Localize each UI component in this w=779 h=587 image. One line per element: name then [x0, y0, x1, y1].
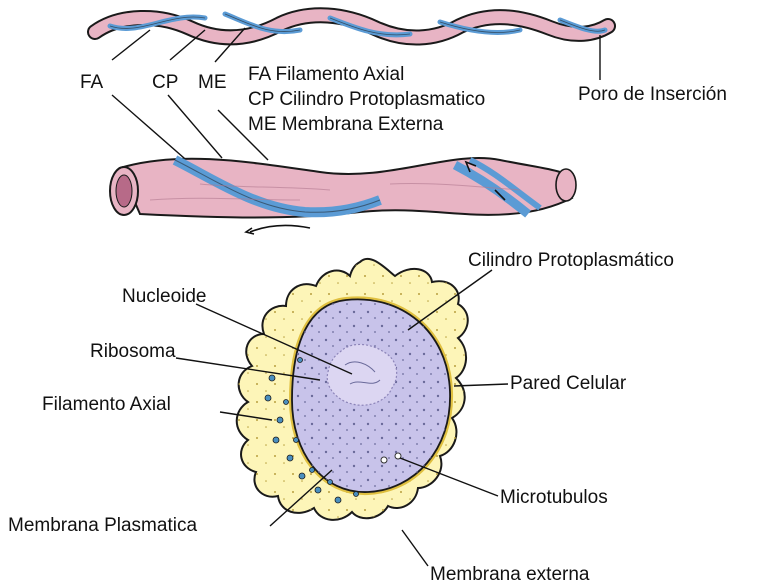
label-poro: Poro de Inserción: [578, 84, 727, 105]
label-fa: FA: [80, 72, 104, 93]
label-membrana-plasmatica: Membrana Plasmatica: [8, 515, 197, 536]
label-pared: Pared Celular: [510, 373, 627, 394]
label-ribosoma: Ribosoma: [90, 341, 176, 362]
label-membrana-externa: Membrana externa: [430, 564, 590, 585]
spirochete-top-coil: [95, 14, 608, 38]
legend-me: ME Membrana Externa: [248, 114, 444, 135]
label-nucleoide: Nucleoide: [122, 286, 207, 307]
label-cilindro: Cilindro Protoplasmático: [468, 250, 674, 271]
spirochete-tube: [110, 158, 576, 234]
label-me: ME: [198, 72, 227, 93]
label-cp: CP: [152, 72, 178, 93]
cross-section: [237, 259, 468, 520]
label-filamento: Filamento Axial: [42, 394, 171, 415]
label-microtubulos: Microtubulos: [500, 487, 608, 508]
legend-fa: FA Filamento Axial: [248, 64, 404, 85]
legend-cp: CP Cilindro Protoplasmatico: [248, 89, 485, 110]
